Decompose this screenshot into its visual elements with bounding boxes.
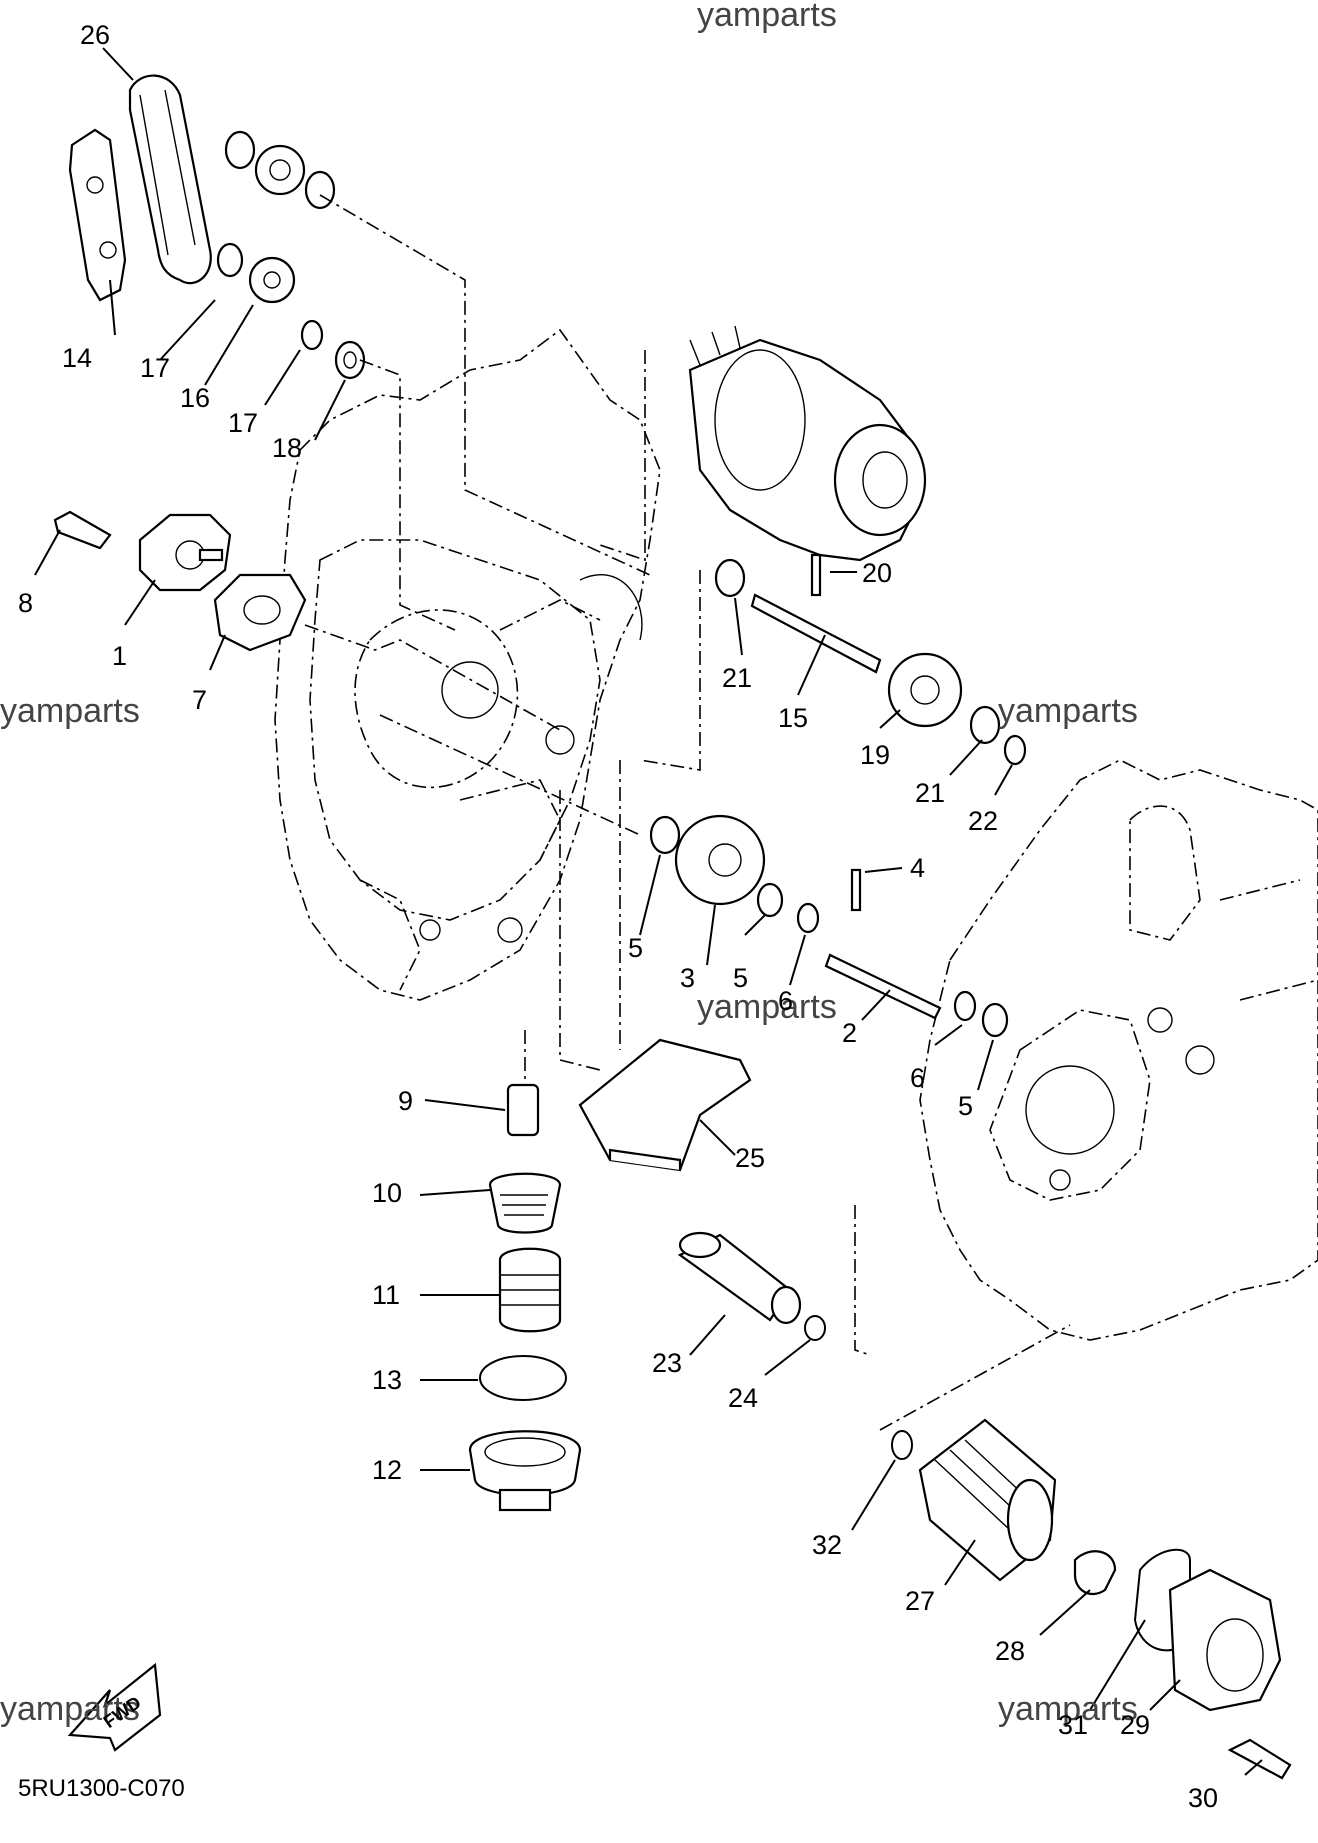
part-label-29[interactable]: 29 xyxy=(1120,1710,1151,1740)
part-label-31[interactable]: 31 xyxy=(1058,1710,1089,1740)
part-label-32[interactable]: 32 xyxy=(812,1530,843,1560)
part-label-19[interactable]: 19 xyxy=(860,740,891,770)
oil-pump xyxy=(53,510,307,652)
part-label-13[interactable]: 13 xyxy=(372,1365,403,1395)
part-label-27[interactable]: 27 xyxy=(905,1586,936,1616)
relief-valve xyxy=(677,1231,826,1341)
part-label-14[interactable]: 14 xyxy=(62,343,93,373)
part-label-10[interactable]: 10 xyxy=(372,1178,403,1208)
part-label-5-mid[interactable]: 5 xyxy=(733,963,749,993)
watermark-center: yamparts xyxy=(697,988,837,1026)
crankcase-left xyxy=(274,328,661,1001)
part-label-4[interactable]: 4 xyxy=(910,853,926,883)
part-label-17-upper[interactable]: 17 xyxy=(140,353,171,383)
part-label-5-right[interactable]: 5 xyxy=(958,1091,974,1121)
part-label-9[interactable]: 9 xyxy=(398,1086,414,1116)
part-label-6-right[interactable]: 6 xyxy=(910,1063,926,1093)
part-label-17-lower[interactable]: 17 xyxy=(228,408,259,438)
part-label-6-left[interactable]: 6 xyxy=(778,986,794,1016)
part-label-16[interactable]: 16 xyxy=(180,383,211,413)
leader-lines xyxy=(34,47,1263,1776)
part-label-20[interactable]: 20 xyxy=(862,558,893,588)
part-label-24[interactable]: 24 xyxy=(728,1383,759,1413)
part-label-23[interactable]: 23 xyxy=(652,1348,683,1378)
watermark-top: yamparts xyxy=(697,0,837,34)
part-label-25[interactable]: 25 xyxy=(735,1143,766,1173)
cam-sprocket-group xyxy=(224,130,336,210)
part-label-7[interactable]: 7 xyxy=(192,685,208,715)
part-label-30[interactable]: 30 xyxy=(1188,1783,1219,1813)
diagram-code: 5RU1300-C070 xyxy=(18,1775,185,1802)
watermark-right: yamparts xyxy=(998,692,1138,730)
part-label-5-left[interactable]: 5 xyxy=(628,933,644,963)
part-label-22[interactable]: 22 xyxy=(968,806,999,836)
shaft-group-lower xyxy=(649,814,1009,1038)
part-label-21-left[interactable]: 21 xyxy=(722,663,753,693)
part-label-18[interactable]: 18 xyxy=(272,433,303,463)
pump-sprocket-group xyxy=(216,242,366,380)
cam-chain xyxy=(128,74,212,285)
part-label-2[interactable]: 2 xyxy=(842,1018,858,1048)
crankcase-right xyxy=(919,759,1318,1341)
part-label-12[interactable]: 12 xyxy=(372,1455,403,1485)
balancer-gear-assembly xyxy=(688,325,927,562)
part-label-15[interactable]: 15 xyxy=(778,703,809,733)
part-label-3[interactable]: 3 xyxy=(680,963,696,993)
fwd-arrow-icon xyxy=(67,1662,162,1752)
part-label-1[interactable]: 1 xyxy=(112,641,128,671)
shaft-group-upper xyxy=(714,553,1027,766)
oil-filter-group xyxy=(891,1418,1292,1780)
part-label-28[interactable]: 28 xyxy=(995,1636,1026,1666)
part-label-26[interactable]: 26 xyxy=(80,20,111,50)
watermark-bottom-left: yamparts xyxy=(0,1690,140,1728)
assembly-lines xyxy=(304,194,1071,1431)
watermark-bottom-right: yamparts xyxy=(998,1690,1138,1728)
part-label-21-right[interactable]: 21 xyxy=(915,778,946,808)
watermark-left: yamparts xyxy=(0,692,140,730)
chain-guide xyxy=(68,128,127,302)
strainer-stack xyxy=(468,1083,582,1512)
part-label-8[interactable]: 8 xyxy=(18,588,34,618)
strainer-bracket xyxy=(578,1038,752,1172)
part-label-11[interactable]: 11 xyxy=(372,1280,401,1310)
